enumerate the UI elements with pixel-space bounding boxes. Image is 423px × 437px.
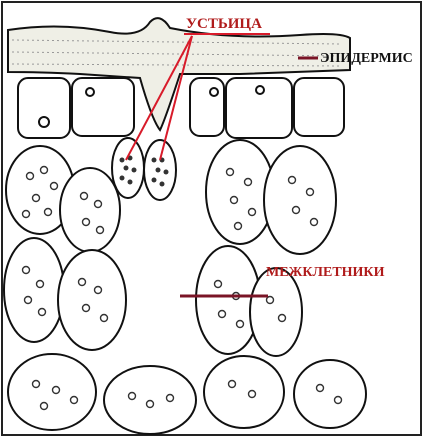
intercellular-label: МЕЖКЛЕТНИКИ [266,266,384,280]
epidermis-label: ЭПИДЕРМИС [320,52,413,66]
stoma-label: УСТЬИЦА [186,17,262,32]
